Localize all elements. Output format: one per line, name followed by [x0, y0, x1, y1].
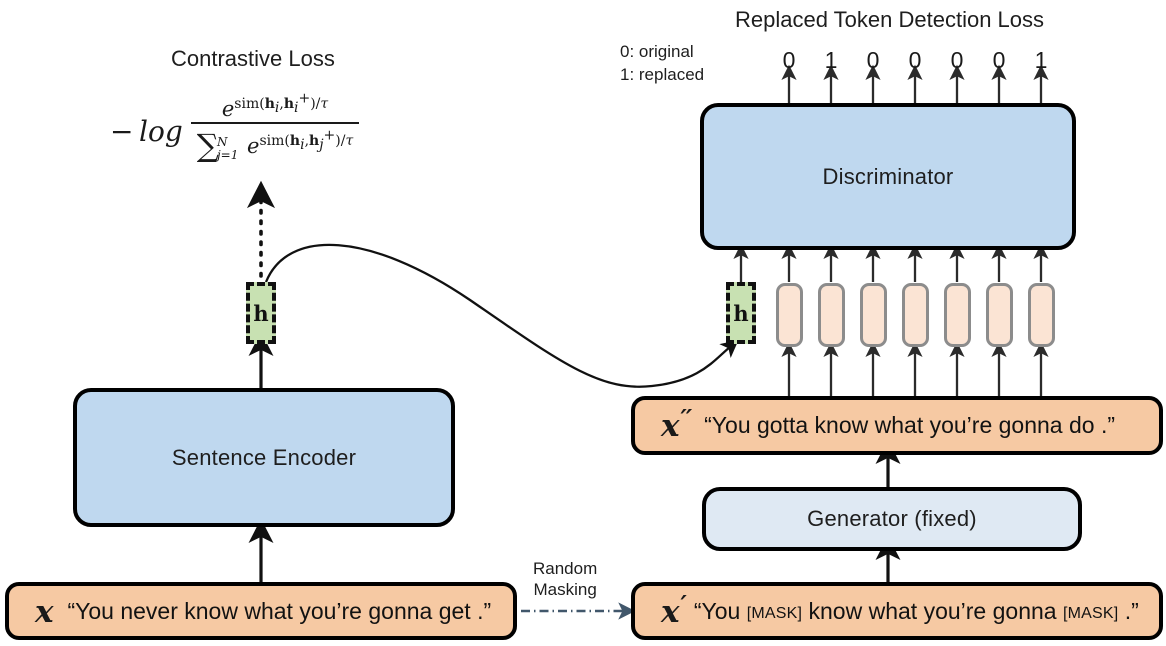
generated-sentence-x2-box[interactable]: x′′ “You gotta know what you’re gonna do… [631, 396, 1163, 455]
random-masking-label: Random Masking [533, 558, 597, 601]
prediction-label-0: 0 [782, 47, 796, 73]
masked-sentence-x1-text: “You [MASK] know what you’re gonna [MASK… [694, 598, 1139, 625]
variable-x-double-prime-symbol: x′′ [661, 404, 692, 444]
input-sentence-x-text: “You never know what you’re gonna get .” [67, 597, 492, 624]
generator-box[interactable]: Generator (fixed) [702, 487, 1082, 551]
token-embedding-box [860, 283, 887, 347]
masked-sentence-x1-box[interactable]: x′ “You [MASK] know what you’re gonna [M… [631, 582, 1163, 640]
masked-text-before: “You [693, 597, 747, 624]
masked-text-after: .” [1118, 597, 1139, 624]
sentence-encoder-box[interactable]: Sentence Encoder [73, 388, 455, 527]
token-embedding-box [776, 283, 803, 347]
random-masking-line1: Random [533, 559, 598, 578]
discriminator-label: Discriminator [822, 163, 954, 189]
hidden-state-box-right: h [726, 282, 756, 344]
prediction-label-2: 0 [866, 47, 880, 73]
token-embedding-box [1028, 283, 1055, 347]
prediction-label-6: 1 [1034, 47, 1048, 73]
hidden-state-label-left: h [253, 300, 269, 326]
legend-replaced: 1: replaced [620, 64, 705, 84]
token-embedding-box [986, 283, 1013, 347]
token-embedding-box [818, 283, 845, 347]
generator-label: Generator (fixed) [807, 506, 977, 531]
variable-x-symbol: x [35, 593, 54, 630]
prediction-label-4: 0 [950, 47, 964, 73]
input-sentence-x-box[interactable]: x “You never know what you’re gonna get … [5, 582, 517, 640]
mask-token-2: [MASK] [1062, 604, 1119, 622]
prediction-label-3: 0 [908, 47, 922, 73]
generated-sentence-x2-text: “You gotta know what you’re gonna do .” [704, 412, 1116, 438]
masked-text-middle: know what you’re gonna [802, 597, 1063, 624]
legend-original: 0: original [620, 42, 694, 61]
mask-token-1: [MASK] [746, 604, 803, 622]
formula-fraction-bar [190, 122, 360, 124]
sentence-encoder-label: Sentence Encoder [171, 444, 357, 470]
token-embedding-box [902, 283, 929, 347]
token-embedding-box [944, 283, 971, 347]
prediction-label-5: 0 [992, 47, 1006, 73]
random-masking-line2: Masking [533, 580, 597, 600]
contrastive-loss-title: Contrastive Loss [171, 46, 335, 71]
discriminator-box[interactable]: Discriminator [700, 103, 1076, 250]
variable-x-prime-symbol: x′ [661, 589, 687, 630]
prediction-label-1: 1 [824, 47, 838, 73]
hidden-state-label-right: h [733, 300, 749, 326]
replaced-token-loss-title: Replaced Token Detection Loss [735, 7, 1045, 32]
formula-neg-log: − log [110, 114, 183, 148]
formula-numerator: esim(hi,hi+)/τ [221, 90, 329, 121]
hidden-state-box-left: h [246, 282, 276, 344]
label-legend: 0: original 1: replaced [620, 41, 704, 87]
